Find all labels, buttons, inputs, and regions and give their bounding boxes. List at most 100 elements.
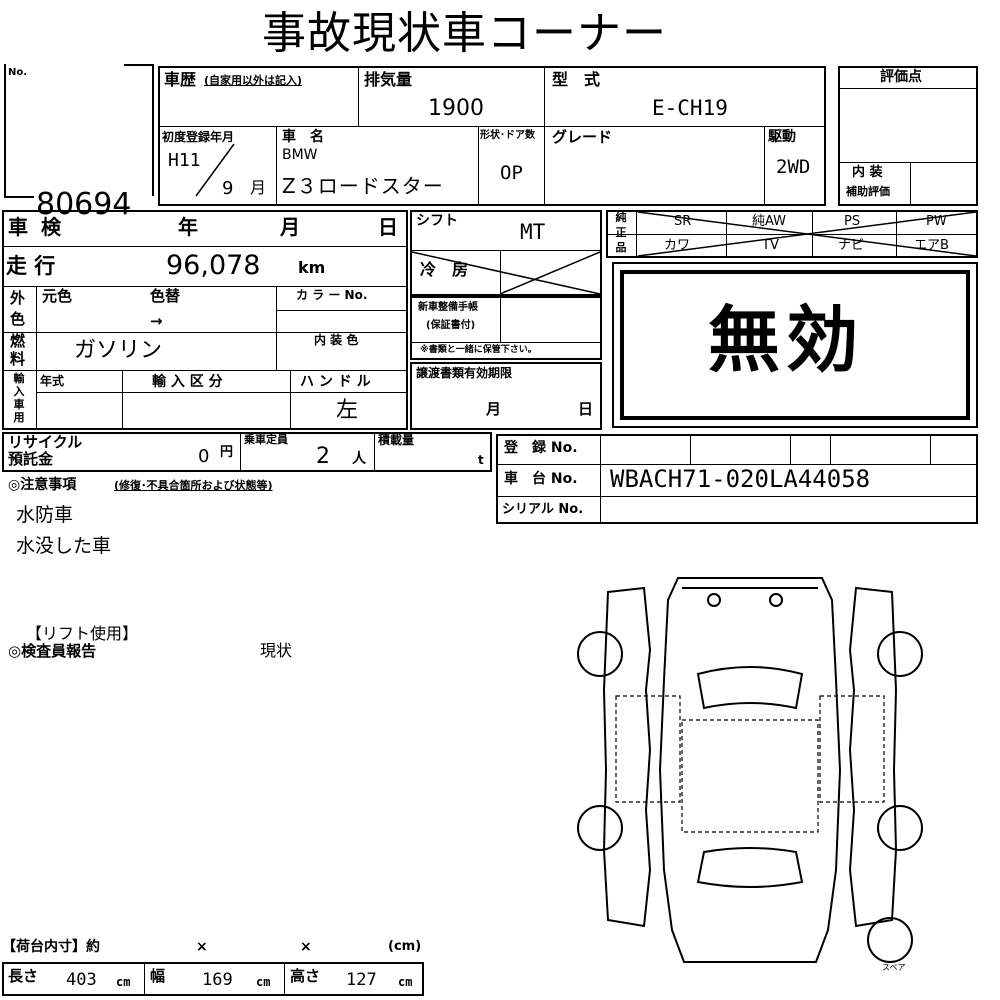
recycle-row: [2, 432, 492, 472]
shift-value: MT: [520, 220, 546, 244]
cargo-length-label: 長さ: [8, 967, 39, 985]
load-unit: t: [478, 453, 484, 467]
equipment-label: 純正品: [615, 211, 627, 254]
interior-eval-label-1: 内 装: [852, 165, 883, 180]
color-no-label: カ ラ ー No.: [296, 288, 368, 302]
equip-tv: TV: [762, 238, 779, 253]
cargo-height-label: 高さ: [290, 967, 321, 985]
registration-grid: [496, 434, 978, 524]
first-reg-month: 9: [222, 178, 234, 199]
equip-leather: カワ: [664, 238, 691, 253]
exterior-color-label-1: 外: [10, 289, 26, 307]
interior-color-label: 内 装 色: [314, 333, 359, 347]
fuel-label-2: 料: [10, 350, 26, 368]
cargo-width-label: 幅: [150, 967, 166, 985]
capacity-unit: 人: [352, 451, 366, 467]
fuel-value: ガソリン: [74, 338, 163, 363]
handle-label: ハ ン ド ル: [300, 374, 371, 390]
inspector-value: 現状: [260, 641, 293, 660]
body-door-label: 形状･ドア数: [480, 130, 535, 141]
import-class-label: 輸 入 区 分: [152, 374, 223, 390]
first-reg-year: H11: [168, 150, 201, 171]
cargo-label: 【荷台内寸】約: [2, 939, 100, 955]
equip-aw: 純AW: [752, 214, 787, 229]
cargo-length-unit: cm: [116, 975, 131, 989]
recycle-label-2: 預託金: [8, 450, 54, 468]
new-car-manual-line1: 新車整備手帳: [418, 302, 478, 313]
note-item-2: 水没した車: [16, 535, 112, 557]
exterior-color-label-2: 色: [10, 310, 26, 328]
aircon-cross: [411, 251, 601, 295]
equip-navi: ナビ: [838, 238, 865, 253]
cargo-unit-label: (cm): [388, 939, 422, 954]
history-note: (自家用以外は記入): [204, 74, 303, 87]
car-maker: BMW: [282, 147, 318, 163]
aircon-label: 冷 房: [420, 260, 469, 279]
void-stamp: 無効: [708, 298, 865, 382]
cargo-times-1: ×: [196, 939, 208, 955]
cargo-width: 169: [202, 970, 233, 990]
mileage-value: 96,078: [166, 250, 261, 281]
fuel-label-1: 燃: [10, 332, 26, 350]
color-change-arrow: →: [150, 312, 163, 330]
cargo-dimensions-row: [2, 962, 424, 996]
interior-eval-label-2: 補助評価: [846, 185, 890, 198]
cargo-width-unit: cm: [256, 975, 271, 989]
model-value: E-CH19: [652, 96, 728, 120]
cargo-times-2: ×: [300, 939, 312, 955]
grade-label: グレード: [552, 128, 613, 146]
drive-value: 2WD: [776, 156, 811, 178]
registration-label: 登 録 No.: [504, 440, 578, 456]
handle-value: 左: [336, 398, 359, 423]
date-slash: [195, 143, 235, 197]
first-reg-month-unit: 月: [250, 178, 267, 197]
new-car-manual-box: [410, 296, 602, 360]
void-stamp-box: 無効: [612, 262, 978, 428]
documents-note: ※書類と一緒に保管下さい。: [420, 345, 537, 355]
capacity-label: 乗車定員: [244, 433, 288, 446]
drive-label: 駆動: [768, 129, 796, 145]
transfer-docs-day: 日: [578, 400, 594, 418]
mileage-unit: km: [298, 258, 326, 277]
cargo-height-unit: cm: [398, 975, 413, 989]
inspection-month-unit: 月: [280, 215, 300, 239]
car-damage-diagram: [577, 577, 923, 963]
notes-sub: (修復･不具合箇所および状態等): [114, 479, 273, 492]
body-door-value: OP: [500, 162, 523, 184]
chassis-label: 車 台 No.: [504, 471, 578, 487]
model-label: 型 式: [552, 70, 601, 89]
lot-number-label: No.: [8, 67, 28, 78]
lift-label: 【リフト使用】: [26, 624, 139, 643]
lot-number-box: No. 80694: [4, 64, 156, 220]
evaluation-label: 評価点: [880, 69, 922, 85]
equip-ps: PS: [844, 214, 861, 229]
notes-label: ◎注意事項: [8, 477, 77, 493]
car-name-label: 車 名: [282, 129, 324, 145]
evaluation-box: [838, 66, 978, 206]
serial-label: シリアル No.: [502, 502, 584, 517]
note-item-1: 水防車: [16, 504, 74, 526]
cargo-length: 403: [66, 970, 97, 990]
chassis-number: WBACH71-020LA44058: [610, 465, 871, 493]
displacement-label: 排気量: [364, 70, 413, 89]
inspection-grid: [2, 210, 408, 430]
vehicle-info-grid: [158, 66, 826, 206]
transfer-docs-label: 譲渡書類有効期限: [416, 366, 513, 380]
inspection-day-unit: 日: [378, 215, 398, 239]
displacement-value: 1900: [428, 96, 484, 121]
original-color-label: 元色: [42, 287, 73, 305]
recycle-value: 0: [198, 446, 210, 467]
cargo-height: 127: [346, 970, 377, 990]
capacity-value: 2: [316, 444, 330, 469]
new-car-manual-line2: (保証書付): [426, 320, 476, 331]
load-label: 積載量: [378, 433, 415, 447]
shift-label: シフト: [416, 213, 458, 229]
inspector-label: ◎検査員報告: [8, 642, 97, 660]
model-year-label: 年式: [40, 374, 65, 388]
changed-color-label: 色替: [150, 287, 181, 305]
recycle-unit: 円: [220, 445, 234, 460]
transfer-docs-month: 月: [486, 400, 502, 418]
recycle-label-1: リサイクル: [8, 433, 83, 451]
equipment-cross: [637, 211, 977, 257]
first-reg-label: 初度登録年月: [162, 130, 235, 144]
